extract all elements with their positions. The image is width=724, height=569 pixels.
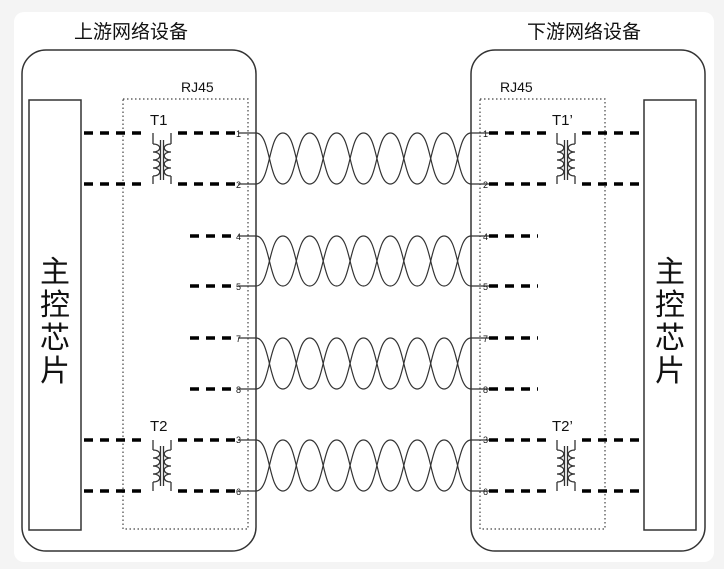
twisted-pair-1-wire-b — [255, 132, 472, 185]
twisted-pair-2-wire-b — [255, 235, 472, 287]
right-t2-primary-coil — [556, 449, 565, 483]
left-main-chip — [28, 99, 82, 531]
left-t2-secondary-coil — [163, 449, 172, 483]
twisted-pair-1-wire-a — [255, 132, 472, 185]
left-t2-primary-coil — [152, 449, 161, 483]
right-pin-label: 7 — [483, 334, 488, 344]
twisted-pair-4-wire-a — [255, 439, 472, 492]
right-pin-label: 8 — [483, 385, 488, 395]
right-pin-label: 1 — [483, 129, 488, 139]
left-rj45-label: RJ45 — [181, 79, 214, 95]
right-chip-char: 芯 — [655, 321, 685, 356]
right-t2-secondary-coil — [567, 449, 576, 483]
diagram-panel — [14, 12, 714, 562]
left-t1-secondary-coil — [163, 143, 172, 177]
left-chip-label: 主 控 芯 片 — [40, 255, 70, 389]
right-chip-char: 控 — [655, 288, 685, 323]
left-chip-char: 控 — [40, 288, 70, 323]
left-pin-label: 7 — [236, 334, 241, 344]
right-device-title: 下游网络设备 — [527, 21, 641, 43]
left-chip-char: 主 — [40, 255, 70, 290]
twisted-pair-3-wire-b — [255, 337, 472, 390]
left-t1-primary-coil — [152, 143, 161, 177]
twisted-pair-4-wire-b — [255, 439, 472, 492]
right-device-frame — [470, 49, 706, 552]
right-t1-primary-coil — [556, 143, 565, 177]
twisted-pair-3-wire-a — [255, 337, 472, 390]
left-chip-char: 芯 — [40, 321, 70, 356]
right-t2-label: T2’ — [552, 418, 573, 435]
right-pin-label: 2 — [483, 180, 488, 190]
right-pin-label: 5 — [483, 282, 488, 292]
left-device-title: 上游网络设备 — [74, 21, 188, 43]
left-t2-label: T2 — [150, 418, 168, 435]
left-chip-char: 片 — [40, 354, 70, 389]
left-pin-label: 8 — [236, 385, 241, 395]
wiring-layer — [84, 131, 642, 493]
right-pin-label: 4 — [483, 232, 488, 242]
left-pin-label: 4 — [236, 232, 241, 242]
right-rj45-label: RJ45 — [500, 79, 533, 95]
left-pin-label: 6 — [236, 487, 241, 497]
right-chip-char: 主 — [655, 255, 685, 290]
left-pin-label: 5 — [236, 282, 241, 292]
twisted-pair-2-wire-a — [255, 235, 472, 287]
right-chip-char: 片 — [655, 354, 685, 389]
right-main-chip — [643, 99, 697, 531]
left-device-frame — [21, 49, 257, 552]
left-rj45-connector — [122, 98, 249, 530]
right-t1-label: T1’ — [552, 112, 573, 129]
left-pin-label: 1 — [236, 129, 241, 139]
left-t1-label: T1 — [150, 112, 168, 129]
right-rj45-connector — [479, 98, 606, 530]
right-t1-secondary-coil — [567, 143, 576, 177]
left-pin-label: 2 — [236, 180, 241, 190]
right-pin-label: 6 — [483, 487, 488, 497]
right-chip-label: 主 控 芯 片 — [655, 255, 685, 389]
